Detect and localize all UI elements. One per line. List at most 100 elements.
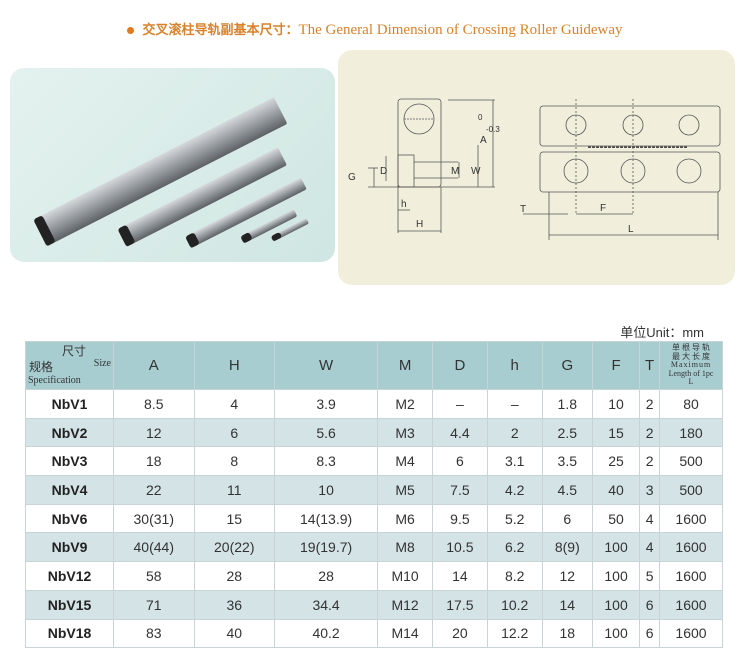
value-cell: 83 (113, 618, 195, 649)
header-T: T (639, 341, 660, 390)
label-M: M (451, 166, 459, 177)
label-H: H (416, 219, 423, 230)
value-cell: 10 (273, 475, 379, 505)
max-length-en2: Length of 1pc (668, 368, 714, 378)
value-cell: 10.5 (431, 532, 488, 563)
label-G: G (348, 172, 356, 183)
value-cell: 34.4 (273, 589, 379, 620)
header-W: W (273, 341, 379, 390)
value-cell: 1600 (659, 589, 723, 620)
value-cell: 40 (193, 618, 275, 649)
value-cell: 50 (591, 503, 641, 534)
value-cell: 40(44) (113, 532, 195, 563)
value-cell: 14 (431, 561, 488, 591)
value-cell: 6 (639, 589, 660, 620)
corner-spec-cn: 规格 (29, 360, 54, 374)
label-A: A (480, 135, 487, 146)
value-cell: 3 (639, 475, 660, 505)
value-cell: 1600 (659, 618, 723, 649)
value-cell: 28 (193, 561, 275, 591)
spec-cell: NbV3 (25, 446, 114, 477)
value-cell: 9.5 (431, 503, 488, 534)
value-cell: 1600 (659, 532, 723, 563)
value-cell: 40 (591, 475, 641, 505)
spec-cell: NbV12 (25, 561, 114, 591)
value-cell: 8.5 (113, 389, 195, 419)
spec-cell: NbV18 (25, 618, 114, 649)
value-cell: 100 (591, 532, 641, 563)
value-cell: M3 (377, 417, 433, 448)
value-cell: 2.5 (541, 417, 593, 448)
value-cell: 6 (639, 618, 660, 649)
value-cell: 17.5 (431, 589, 488, 620)
title-cn: 交叉滚柱导轨副基本尺寸： (142, 23, 299, 38)
value-cell: 100 (591, 561, 641, 591)
header-H: H (193, 341, 275, 390)
value-cell: 19(19.7) (273, 532, 379, 563)
value-cell: 4 (639, 503, 660, 534)
title-en: The General Dimension of Crossing Roller… (298, 22, 623, 38)
value-cell: 5 (639, 561, 660, 591)
value-cell: M8 (377, 532, 433, 563)
value-cell: 3.5 (541, 446, 593, 477)
label-F: F (600, 203, 606, 214)
value-cell: 12 (113, 417, 195, 448)
spec-cell: NbV2 (25, 417, 114, 448)
max-length-en1: Maximum (670, 360, 712, 370)
product-photo (10, 68, 335, 262)
value-cell: 4 (193, 389, 275, 419)
value-cell: 6 (193, 417, 275, 448)
value-cell: M10 (377, 561, 433, 591)
header-F: F (591, 341, 641, 390)
value-cell: 12.2 (486, 618, 543, 649)
header-h: h (486, 341, 543, 390)
value-cell: 4.5 (541, 475, 593, 505)
header-D: D (431, 341, 488, 390)
max-length-cn2: 最 大 长 度 (672, 351, 710, 361)
label-h: h (401, 199, 407, 210)
corner-size-en: Size (93, 358, 111, 369)
spec-cell: NbV4 (25, 475, 114, 505)
value-cell: 5.2 (486, 503, 543, 534)
value-cell: 25 (591, 446, 641, 477)
value-cell: 100 (591, 589, 641, 620)
value-cell: 14 (541, 589, 593, 620)
value-cell: 8.2 (486, 561, 543, 591)
value-cell: 22 (113, 475, 195, 505)
value-cell: 12 (541, 561, 593, 591)
header-corner: 尺寸 Size 规格 Specification (25, 341, 114, 390)
value-cell: 28 (273, 561, 379, 591)
corner-spec-en: Specification (28, 375, 81, 386)
value-cell: 11 (193, 475, 275, 505)
label-D: D (380, 166, 387, 177)
value-cell: 15 (193, 503, 275, 534)
value-cell: 500 (659, 475, 723, 505)
label-T: T (520, 204, 526, 215)
value-cell: 8 (193, 446, 275, 477)
value-cell: 1600 (659, 503, 723, 534)
spec-cell: NbV9 (25, 532, 114, 563)
label-tol-upper: 0 (478, 113, 483, 122)
unit-label: 单位Unit：mm (620, 325, 704, 340)
header-A: A (113, 341, 195, 390)
value-cell: 30(31) (113, 503, 195, 534)
value-cell: M5 (377, 475, 433, 505)
value-cell: M2 (377, 389, 433, 419)
value-cell: 4.2 (486, 475, 543, 505)
value-cell: 5.6 (273, 417, 379, 448)
dimension-diagram: G D M W A 0 -0.3 h H T F L (338, 50, 735, 285)
value-cell: M14 (377, 618, 433, 649)
spec-cell: NbV1 (25, 389, 114, 419)
spec-cell: NbV6 (25, 503, 114, 534)
table-header-row: 尺寸 Size 规格 Specification A H W M D h G F… (25, 341, 723, 390)
value-cell: 2 (639, 446, 660, 477)
header-G: G (541, 341, 593, 390)
value-cell: 10 (591, 389, 641, 419)
page-title: 交叉滚柱导轨副基本尺寸：The General Dimension of Cro… (0, 19, 750, 39)
label-W: W (471, 166, 481, 177)
label-L: L (628, 224, 634, 235)
